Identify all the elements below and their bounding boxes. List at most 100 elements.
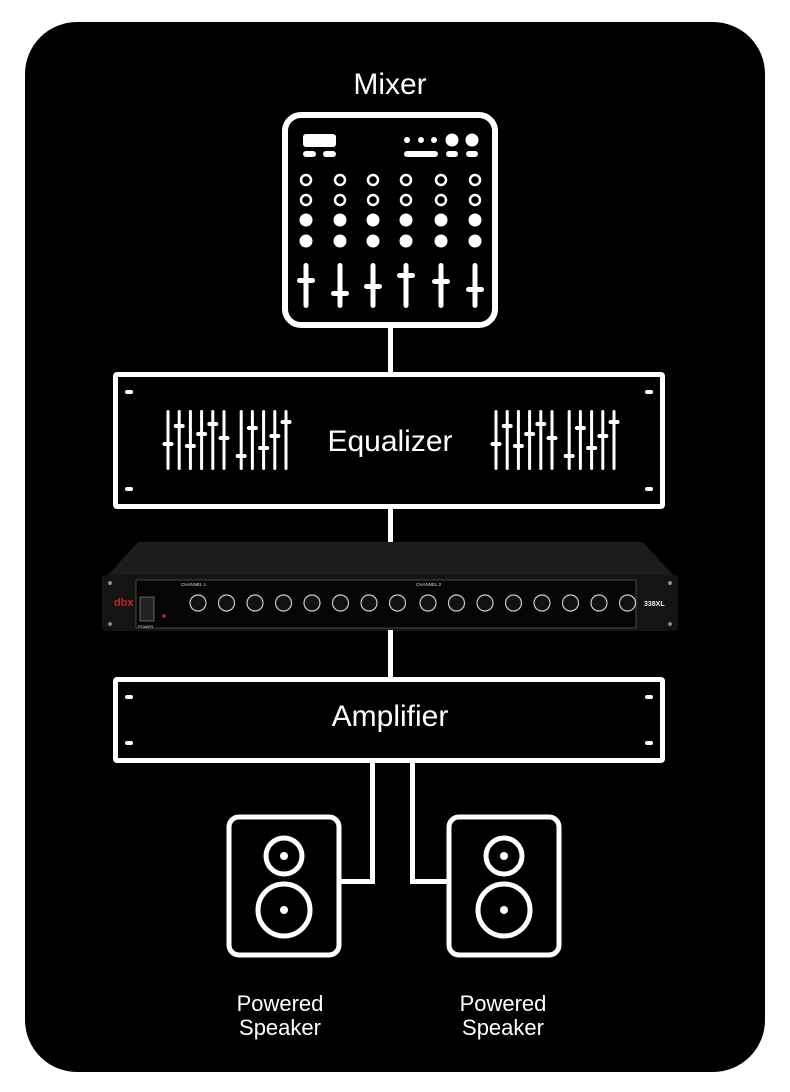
speaker-label-right: Powered Speaker (423, 992, 583, 1040)
device-knob (246, 594, 264, 612)
eq-fader-cap (608, 420, 620, 424)
eq-fader-track (601, 410, 605, 470)
eq-fader-cap (490, 442, 502, 446)
mixer-knob (399, 213, 413, 227)
mixer-fader-track (337, 263, 343, 308)
equalizer-label: Equalizer (327, 425, 453, 458)
mixer-knob (445, 133, 459, 147)
device-knob (533, 594, 551, 612)
mixer-knob (465, 133, 479, 147)
eq-fader-track (578, 410, 582, 470)
mixer-knob (299, 213, 313, 227)
eq-fader-track (516, 410, 520, 470)
rack-hole (125, 695, 133, 699)
channel2-label: CHANNEL 2 (416, 582, 442, 587)
device-knob (189, 594, 207, 612)
rack-hole (645, 390, 653, 394)
mixer-jack (468, 173, 482, 187)
eq-fader-track (239, 410, 243, 470)
device-knob (590, 594, 608, 612)
eq-fader-track (250, 410, 254, 470)
mixer-button (466, 151, 478, 157)
mixer-fader-cap (432, 279, 450, 284)
equalizer-icon (125, 390, 653, 491)
rack-hole (125, 390, 133, 394)
mixer-button (446, 151, 458, 157)
eq-fader-track (188, 410, 192, 470)
eq-fader-cap (501, 424, 513, 428)
connector-amp-speaker-right (410, 762, 415, 884)
mixer-fader-track (303, 263, 309, 308)
eq-fader-track (200, 410, 204, 470)
mixer-jack (299, 173, 313, 187)
speaker-label-line1: Powered (459, 991, 547, 1016)
mixer-fader-track (403, 263, 409, 308)
eq-fader-track (539, 410, 543, 470)
eq-fader-track (494, 410, 498, 470)
eq-fader-cap (512, 444, 524, 448)
eq-fader-cap (218, 436, 230, 440)
eq-fader-track (505, 410, 509, 470)
speaker-icon-left (226, 814, 342, 958)
rack-screw (668, 622, 672, 626)
amplifier-box (113, 677, 665, 763)
eq-fader-cap (280, 420, 292, 424)
connector-amp-speaker-left-h (338, 879, 375, 884)
mixer-fader-cap (466, 287, 484, 292)
speaker-label-left: Powered Speaker (200, 992, 360, 1040)
mixer-display (303, 134, 336, 147)
eq-fader-cap (269, 434, 281, 438)
mixer-led (404, 137, 410, 143)
mixer-jack (366, 193, 380, 207)
mixer-led (431, 137, 437, 143)
eq-fader-cap (162, 442, 174, 446)
channel1-label: CHANNEL 1 (181, 582, 207, 587)
model-label: 338XL (644, 601, 665, 608)
mixer-knob (468, 213, 482, 227)
mixer-button (323, 151, 336, 157)
device-knob (447, 594, 466, 612)
mixer-label: Mixer (353, 68, 427, 101)
device-knob (360, 594, 378, 612)
mixer-knob (434, 213, 448, 227)
eq-fader-cap (586, 446, 598, 450)
speaker-label-line2: Speaker (462, 1015, 544, 1040)
brand-logo: dbx (114, 597, 134, 609)
rack-hole (125, 741, 133, 745)
crossover-device-image: dbx CHANNEL 1 CHANNEL 2 338XL POWER (102, 542, 678, 631)
speaker-label-line2: Speaker (239, 1015, 321, 1040)
device-knob (476, 594, 494, 612)
mixer-fader-cap (297, 278, 315, 283)
rack-hole (645, 487, 653, 491)
mixer-knob (434, 234, 448, 248)
eq-fader-cap (173, 424, 185, 428)
connector-eq-device (388, 508, 393, 542)
connector-amp-speaker-right-h (410, 879, 450, 884)
mixer-icon (282, 112, 498, 328)
mixer-knob (468, 234, 482, 248)
eq-fader-track (166, 410, 170, 470)
eq-fader-track (177, 410, 181, 470)
mixer-fader-track (438, 263, 444, 308)
eq-fader-track (590, 410, 594, 470)
device-knob (419, 594, 437, 612)
mixer-knob (333, 234, 347, 248)
mixer-jack (299, 193, 313, 207)
mixer-jack (399, 193, 413, 207)
eq-fader-track (567, 410, 571, 470)
mixer-knob (366, 213, 380, 227)
mixer-knob (399, 234, 413, 248)
eq-fader-track (262, 410, 266, 470)
eq-fader-cap (524, 432, 536, 436)
mixer-knob (333, 213, 347, 227)
mixer-button (303, 151, 316, 157)
rack-screw (108, 622, 112, 626)
mixer-jack (333, 193, 347, 207)
rack-screw (108, 581, 112, 585)
eq-fader-track (612, 410, 616, 470)
device-knob (303, 594, 321, 612)
eq-fader-track (528, 410, 532, 470)
speaker-icon-right (446, 814, 562, 958)
mixer-fader-cap (364, 284, 382, 289)
eq-fader-cap (546, 436, 558, 440)
